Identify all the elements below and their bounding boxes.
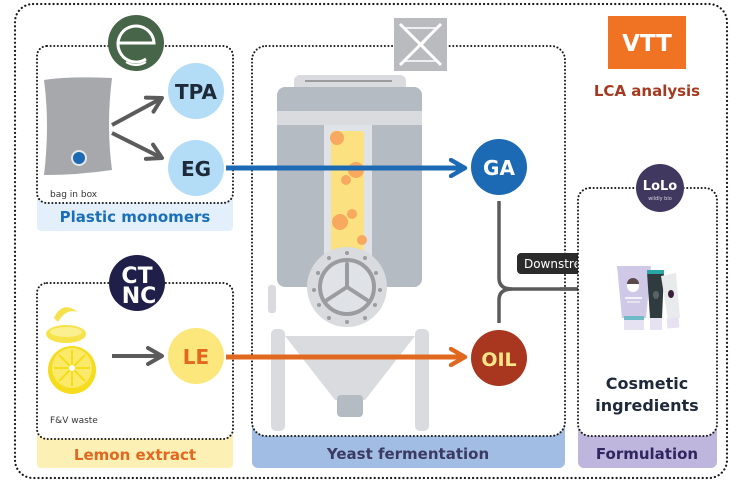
bag-in-box-caption: bag in box [50,190,98,200]
node-ga: GA [471,139,527,195]
lemon-section-frame [36,282,234,440]
lemon-waste-icon [46,307,96,394]
bag-in-box-icon [44,77,112,175]
lolo-logo-subtext: wildly bio [648,196,672,202]
lemon-section-title: Lemon extract [74,446,196,464]
partner-logo-emblem [394,18,447,71]
lolo-logo-text: LoLo [643,179,677,194]
node-le: LE [168,328,224,384]
product-label-line1: Cosmetic [606,374,688,393]
ctnc-logo-top: CT [121,264,152,289]
formulation-section-title: Formulation [596,445,698,463]
lca-analysis-label: LCA analysis [594,82,700,100]
plastic-section-title: Plastic monomers [60,208,211,226]
section-formulation: Formulation LoLo wildly bio Cosmetic ing… [577,164,718,468]
arrow-bag-to-tpa [111,95,164,127]
fv-waste-caption: F&V waste [50,416,98,426]
arrow-bag-to-eg [111,131,164,161]
node-le-label: LE [183,345,209,369]
outer-frame [13,2,729,480]
section-yeast-fermentation: Yeast fermentation [251,18,566,468]
partner-logo-lolo: LoLo wildly bio [636,164,684,212]
node-tpa-label: TPA [175,80,217,104]
node-ga-label: GA [483,156,515,180]
node-eg: EG [168,140,224,196]
section-lemon-extract: Lemon extract CT NC F&V waste [36,255,234,468]
node-oil-label: OIL [481,349,516,371]
partner-logo-e [108,15,164,71]
cosmetic-tubes-icon [617,266,680,330]
section-plastic-monomers: Plastic monomers bag in box TPA EG [36,15,234,231]
fermentation-section-title: Yeast fermentation [326,445,489,463]
node-tpa: TPA [168,63,224,119]
lca-block: VTT LCA analysis [594,16,700,100]
partner-logo-ctnc: CT NC [109,255,165,311]
product-label-line2: ingredients [595,396,698,415]
node-oil: OIL [471,330,527,386]
fermenter-tank-icon [268,75,429,431]
ctnc-logo-bottom: NC [122,284,157,309]
vtt-logo-text: VTT [622,31,672,57]
node-eg-label: EG [181,157,211,181]
vtt-logo [608,16,686,69]
